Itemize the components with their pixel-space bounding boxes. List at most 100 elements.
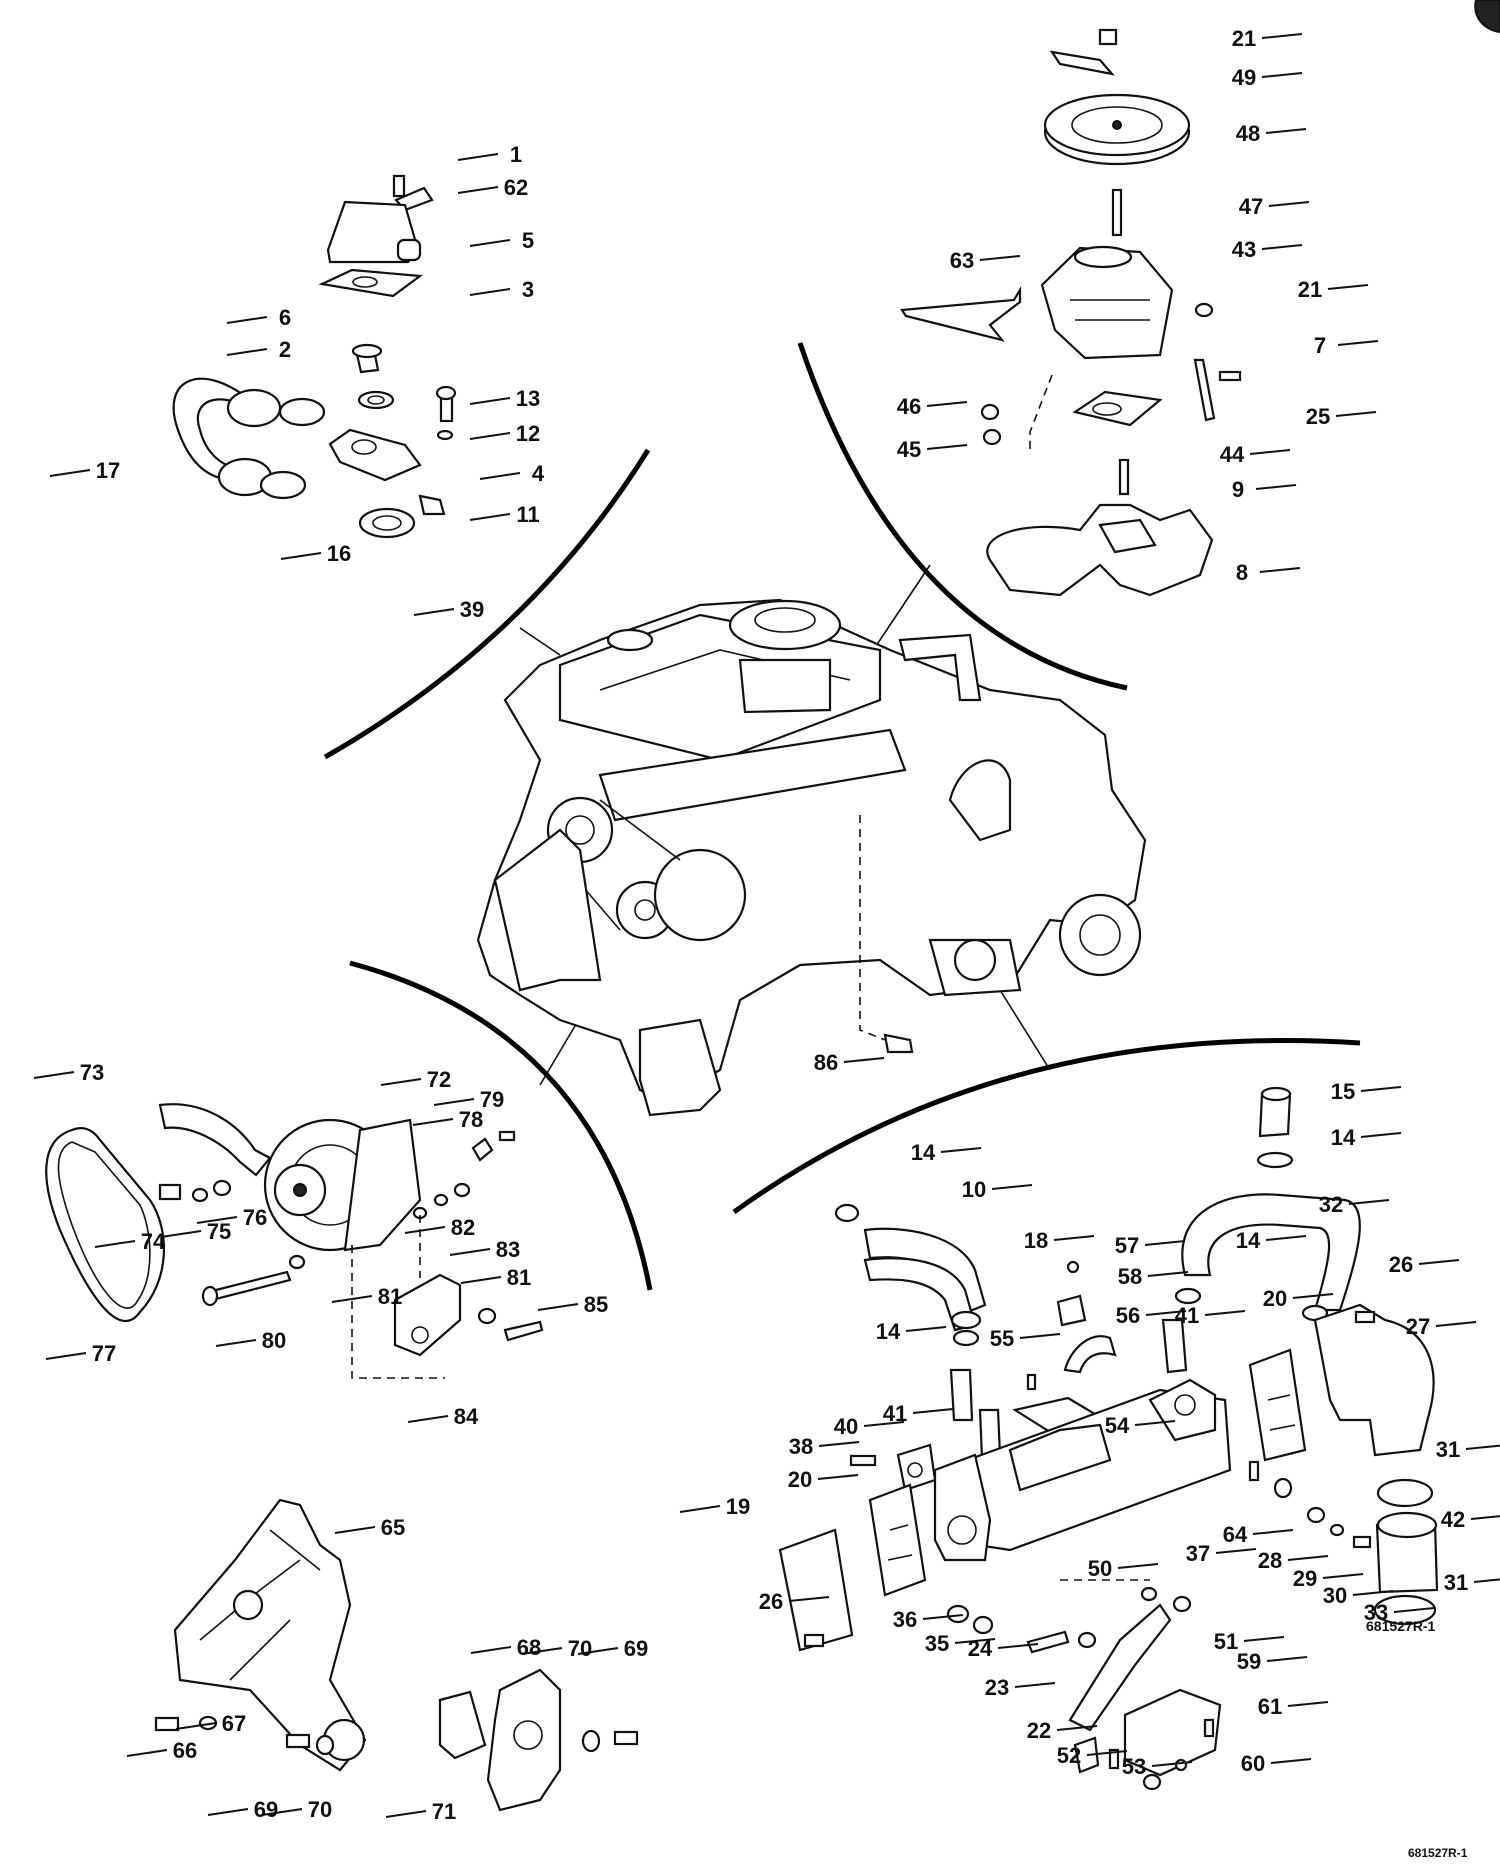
screw-part bbox=[285, 1733, 311, 1749]
fitting-part bbox=[1161, 1318, 1188, 1374]
callout-14: 14 bbox=[1331, 1125, 1356, 1150]
leader-14 bbox=[905, 1326, 947, 1332]
washer-part bbox=[581, 1729, 601, 1753]
leader-45 bbox=[926, 444, 968, 450]
leader-16 bbox=[280, 552, 322, 560]
leader-66 bbox=[126, 1749, 168, 1757]
leader-56 bbox=[1145, 1310, 1187, 1316]
leader-70 bbox=[261, 1808, 303, 1816]
callout-23: 23 bbox=[985, 1675, 1009, 1700]
callout-84: 84 bbox=[454, 1404, 479, 1429]
callout-63: 63 bbox=[950, 248, 974, 273]
callout-29: 29 bbox=[1293, 1566, 1317, 1591]
callout-68: 68 bbox=[517, 1635, 541, 1660]
leader-14 bbox=[940, 1147, 982, 1153]
callout-57: 57 bbox=[1115, 1233, 1139, 1258]
leader-7 bbox=[1337, 340, 1379, 346]
leader-11 bbox=[469, 513, 511, 521]
separator-curve-bottom-right bbox=[732, 1038, 1361, 1215]
callout-37: 37 bbox=[1186, 1541, 1210, 1566]
leader-12 bbox=[469, 432, 511, 440]
washer-part bbox=[436, 429, 454, 441]
leader-18 bbox=[1053, 1235, 1095, 1241]
leader-lines bbox=[33, 33, 1500, 1818]
nut-part bbox=[980, 403, 1000, 421]
separator-curve-bottom-left bbox=[349, 960, 653, 1291]
callout-67: 67 bbox=[222, 1711, 246, 1736]
hose-clamp-part bbox=[834, 1203, 860, 1223]
nut-part bbox=[1172, 1595, 1192, 1613]
leader-50 bbox=[1117, 1563, 1159, 1569]
washer-part bbox=[1329, 1523, 1345, 1537]
drain-plug-part bbox=[883, 1033, 914, 1054]
gasket-part bbox=[896, 1443, 937, 1492]
leader-49 bbox=[1261, 72, 1303, 78]
callout-41: 41 bbox=[883, 1401, 907, 1426]
group-carburetor bbox=[900, 28, 1242, 597]
alternator-on-engine-part bbox=[653, 848, 747, 942]
callout-11: 11 bbox=[516, 502, 539, 527]
linkage-rod-part bbox=[1193, 358, 1216, 422]
screw-part bbox=[392, 174, 406, 198]
callout-14: 14 bbox=[911, 1140, 936, 1165]
gasket-39-part bbox=[358, 507, 416, 539]
washer-part bbox=[477, 1307, 497, 1325]
callout-14: 14 bbox=[876, 1319, 901, 1344]
leader-30 bbox=[1352, 1590, 1394, 1596]
leader-28 bbox=[1287, 1555, 1329, 1561]
callout-62: 62 bbox=[504, 175, 528, 200]
leader-46 bbox=[926, 401, 968, 407]
nut-part bbox=[972, 1615, 994, 1635]
leader-70 bbox=[521, 1647, 563, 1655]
callout-73: 73 bbox=[80, 1060, 104, 1085]
callout-70: 70 bbox=[308, 1797, 332, 1822]
callout-76: 76 bbox=[243, 1205, 267, 1230]
callout-41: 41 bbox=[1175, 1303, 1199, 1328]
leader-85 bbox=[537, 1303, 579, 1311]
leader-25 bbox=[1335, 411, 1377, 417]
leader-38 bbox=[818, 1441, 860, 1447]
screw-part bbox=[1352, 1535, 1372, 1549]
screw-part bbox=[803, 1633, 825, 1648]
gasket-part bbox=[868, 1483, 927, 1597]
hose-clamp-part bbox=[1376, 1478, 1434, 1508]
callout-38: 38 bbox=[789, 1434, 813, 1459]
callout-50: 50 bbox=[1088, 1556, 1112, 1581]
leader-58 bbox=[1147, 1271, 1189, 1277]
bolt-part bbox=[503, 1320, 544, 1342]
leader-8 bbox=[1259, 567, 1301, 573]
leader-65 bbox=[334, 1526, 376, 1534]
callout-70: 70 bbox=[568, 1636, 592, 1661]
mount-cushion-part bbox=[1123, 1688, 1222, 1777]
callout-53: 53 bbox=[1122, 1754, 1146, 1779]
callout-48: 48 bbox=[1236, 121, 1260, 146]
washer-part bbox=[288, 1254, 306, 1270]
bolt-part bbox=[1026, 1630, 1070, 1654]
leader-14 bbox=[1265, 1235, 1307, 1241]
callout-20: 20 bbox=[1263, 1286, 1287, 1311]
leader-83 bbox=[449, 1248, 491, 1256]
mount-cushion-part bbox=[438, 1690, 487, 1760]
callout-21: 21 bbox=[1232, 26, 1256, 51]
leader-59 bbox=[1266, 1656, 1308, 1662]
leader-20 bbox=[817, 1474, 859, 1480]
fitting-part bbox=[949, 1368, 974, 1422]
washer-part bbox=[433, 1193, 449, 1207]
callout-47: 47 bbox=[1239, 194, 1263, 219]
leader-32 bbox=[1348, 1199, 1390, 1205]
callout-81: 81 bbox=[507, 1265, 531, 1290]
callout-69: 69 bbox=[254, 1797, 278, 1822]
adjusting-strap-part bbox=[158, 1103, 272, 1177]
leader-21 bbox=[1261, 33, 1303, 39]
callout-7: 7 bbox=[1314, 333, 1326, 358]
nut-part bbox=[1098, 28, 1118, 46]
corner-mark bbox=[1474, 0, 1500, 34]
stud-part bbox=[1118, 458, 1130, 496]
callout-26: 26 bbox=[1389, 1252, 1413, 1277]
washer-part bbox=[212, 1179, 232, 1197]
callout-21: 21 bbox=[1298, 277, 1322, 302]
washer-part bbox=[191, 1187, 209, 1203]
long-bolt-part bbox=[206, 1270, 292, 1302]
